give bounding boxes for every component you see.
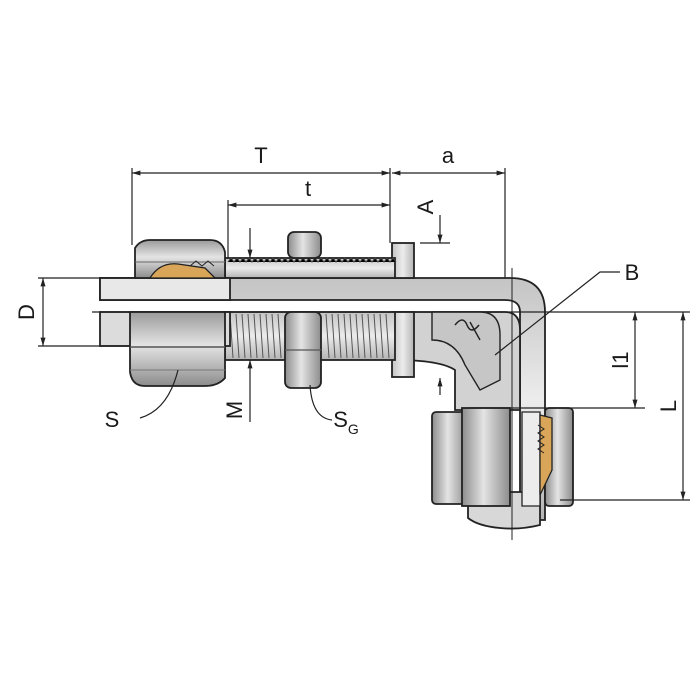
nut-s-bottom [129,311,226,387]
thread-stroke [373,313,378,359]
thread-stroke [331,313,336,359]
thread-stroke [253,313,258,359]
label-t: t [305,176,311,201]
thread-stroke [361,313,366,359]
thread-stroke [265,313,270,359]
label-a: a [442,143,455,168]
leader-B [494,271,620,356]
thread-stroke [241,313,246,359]
thread-stroke [235,313,240,359]
lock-nut-sg-top [287,231,322,259]
label-l1: l1 [608,351,633,368]
label-D: D [14,304,39,320]
thread-stroke [247,313,252,359]
thread-stroke [367,313,372,359]
thread-stroke [325,313,330,359]
centerlines [92,268,690,540]
lock-nut-sg-bottom [284,311,322,389]
thread-stroke [349,313,354,359]
thread-stroke [337,313,342,359]
nut-s-top [134,239,226,279]
label-M: M [222,401,247,419]
thread-stroke [385,313,390,359]
bulkhead-thread-top [224,257,397,279]
label-A: A [413,199,438,214]
label-SG: SG [333,407,359,437]
label-S: S [105,407,120,432]
nut-lower-right [431,407,574,507]
label-T: T [254,143,267,168]
thread-stroke [343,313,348,359]
thread-stroke [379,313,384,359]
label-B: B [625,260,640,285]
label-SG-sub: G [348,421,359,437]
leader-S [139,369,179,419]
thread-stroke [259,313,264,359]
label-SG-main: S [333,407,348,432]
leader-SG [309,384,333,421]
label-L: L [656,400,681,412]
thread-stroke [277,313,282,359]
thread-stroke [271,313,276,359]
dimension-lines [38,168,690,501]
thread-stroke [355,313,360,359]
